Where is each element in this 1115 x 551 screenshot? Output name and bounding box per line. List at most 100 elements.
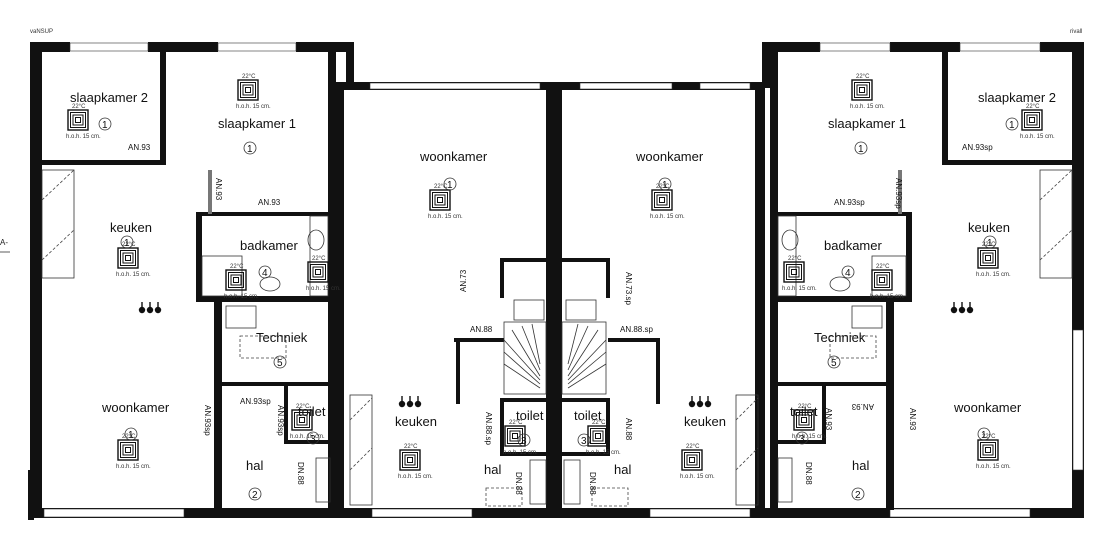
light-fixture-icon — [950, 302, 974, 314]
room-number: 4 — [262, 268, 268, 279]
left-edge-mark: A- — [0, 238, 8, 247]
annotation: AN.93 — [824, 408, 833, 431]
floor-heating-icon: h.o.h. 15 cm. 22°C — [116, 434, 151, 470]
floor-heating-icon: h.o.h. 15 cm.22°C — [650, 184, 685, 220]
svg-text:h.o.h. 15 cm.: h.o.h. 15 cm. — [116, 464, 151, 470]
annotation: DN.88 — [588, 472, 597, 495]
svg-text:h.o.h. 15 cm.: h.o.h. 15 cm. — [976, 272, 1011, 278]
annotation: AN.88.sp — [620, 325, 653, 334]
floor-heating-icon: h.o.h. 15 cm.22°C — [66, 104, 101, 140]
floor-heating-icon: h.o.h. 15 cm. 22°C — [1020, 104, 1055, 140]
room-hal: hal — [246, 458, 263, 473]
floor-heating-icon: h.o.h. 15 cm.22°C — [306, 256, 341, 292]
svg-text:22°C: 22°C — [296, 404, 310, 410]
svg-text:22°C: 22°C — [788, 256, 802, 262]
annotation: AN.93 — [214, 178, 223, 201]
annotation: AN.93sp — [240, 397, 271, 406]
svg-text:h.o.h. 15 cm.: h.o.h. 15 cm. — [224, 294, 259, 300]
svg-text:h.o.h. 15 cm.: h.o.h. 15 cm. — [976, 464, 1011, 470]
room-woonkamer: woonkamer — [635, 149, 704, 164]
room-toilet: toilet — [516, 408, 544, 423]
svg-text:h.o.h. 15 cm.: h.o.h. 15 cm. — [116, 272, 151, 278]
room-number: 3 — [310, 434, 316, 445]
light-fixture-icon — [688, 396, 712, 408]
room-number: 5 — [831, 358, 837, 369]
floor-heating-icon: h.o.h. 15 cm.22°C — [680, 444, 715, 480]
annotation: AN.88.sp — [484, 412, 493, 445]
svg-text:h.o.h. 15 cm.: h.o.h. 15 cm. — [236, 104, 271, 110]
room-hal: hal — [484, 462, 501, 477]
annotation: DN.88 — [296, 462, 305, 485]
light-fixture-icon — [398, 396, 422, 408]
room-slaapkamer-2: slaapkamer 2 — [70, 90, 148, 105]
svg-text:22°C: 22°C — [656, 184, 670, 190]
svg-text:22°C: 22°C — [592, 420, 606, 426]
annotation: AN.93 — [908, 408, 917, 431]
floor-heating-icon: h.o.h. 15 cm. 22°C — [870, 264, 905, 300]
floor-heating-icon: h.o.h. 15 cm. 22°C — [782, 256, 817, 292]
kitchen-counters — [41, 169, 1073, 506]
floor-heating-icon: h.o.h. 15 cm. 22°C — [792, 404, 827, 440]
annotation: AN.93sp — [894, 178, 903, 209]
floor-heating-icon: h.o.h. 15 cm. 22°C — [586, 420, 621, 456]
room-number: 2 — [855, 490, 861, 501]
room-slaapkamer-2: slaapkamer 2 — [978, 90, 1056, 105]
annotation: AN.88 — [624, 418, 633, 441]
svg-text:22°C: 22°C — [434, 184, 448, 190]
interior-walls-unit-1 — [42, 52, 336, 512]
svg-text:h.o.h. 15 cm.: h.o.h. 15 cm. — [66, 134, 101, 140]
annotation: AN.73.sp — [624, 272, 633, 305]
room-number: 3 — [581, 436, 587, 447]
room-toilet: toilet — [574, 408, 602, 423]
svg-text:h.o.h. 15 cm.: h.o.h. 15 cm. — [1020, 134, 1055, 140]
annotation: DN.88 — [804, 462, 813, 485]
room-techniek: Techniek — [814, 330, 866, 345]
room-keuken: keuken — [684, 414, 726, 429]
floor-heating-icon: h.o.h. 15 cm.22°C — [398, 444, 433, 480]
top-right-note: rivall — [1070, 29, 1082, 35]
room-number: 1 — [987, 238, 993, 249]
svg-text:22°C: 22°C — [122, 242, 136, 248]
svg-text:22°C: 22°C — [1026, 104, 1040, 110]
bathroom-fixtures — [201, 215, 907, 507]
room-hal: hal — [852, 458, 869, 473]
svg-text:22°C: 22°C — [242, 74, 256, 80]
svg-text:h.o.h. 15 cm.: h.o.h. 15 cm. — [398, 474, 433, 480]
room-slaapkamer-1: slaapkamer 1 — [218, 116, 296, 131]
svg-text:h.o.h. 15 cm.: h.o.h. 15 cm. — [870, 294, 905, 300]
svg-text:h.o.h. 15 cm.: h.o.h. 15 cm. — [850, 104, 885, 110]
floor-heating-icon: h.o.h. 15 cm. 22°C — [116, 242, 151, 278]
annotation: AN.93sp — [203, 405, 212, 436]
room-number: 1 — [981, 430, 987, 441]
room-badkamer: badkamer — [240, 238, 298, 253]
annotation: AN.88 — [470, 325, 493, 334]
light-fixture-icon — [138, 302, 162, 314]
annotation: DN.88 — [514, 472, 523, 495]
room-techniek: Techniek — [256, 330, 308, 345]
floor-heating-icon: h.o.h. 15 cm. 22°C — [976, 242, 1011, 278]
annotation: AN.93sp — [276, 405, 285, 436]
svg-text:h.o.h. 15 cm.: h.o.h. 15 cm. — [306, 286, 341, 292]
room-number: 3 — [521, 436, 527, 447]
room-number: 1 — [662, 180, 668, 191]
room-slaapkamer-1: slaapkamer 1 — [828, 116, 906, 131]
room-keuken: keuken — [395, 414, 437, 429]
svg-text:h.o.h. 15 cm.: h.o.h. 15 cm. — [792, 434, 827, 440]
staircase — [503, 299, 607, 395]
svg-text:22°C: 22°C — [122, 434, 136, 440]
svg-text:h.o.h. 15 cm.: h.o.h. 15 cm. — [782, 286, 817, 292]
ceiling-light-symbols — [138, 302, 974, 408]
room-toilet: toilet — [790, 404, 818, 419]
room-woonkamer: woonkamer — [419, 149, 488, 164]
svg-text:22°C: 22°C — [856, 74, 870, 80]
room-woonkamer: woonkamer — [101, 400, 170, 415]
svg-text:22°C: 22°C — [876, 264, 890, 270]
svg-text:22°C: 22°C — [798, 404, 812, 410]
room-number: 1 — [447, 180, 453, 191]
floor-heating-symbols: h.o.h. 15 cm. 22°C h.o.h. 15 cm. 22°C h.o.h.… — [66, 74, 1055, 480]
room-toilet: toilet — [298, 404, 326, 419]
svg-text:h.o.h. 15 cm.: h.o.h. 15 cm. — [586, 450, 621, 456]
svg-text:22°C: 22°C — [982, 242, 996, 248]
room-number: 1 — [124, 238, 130, 249]
